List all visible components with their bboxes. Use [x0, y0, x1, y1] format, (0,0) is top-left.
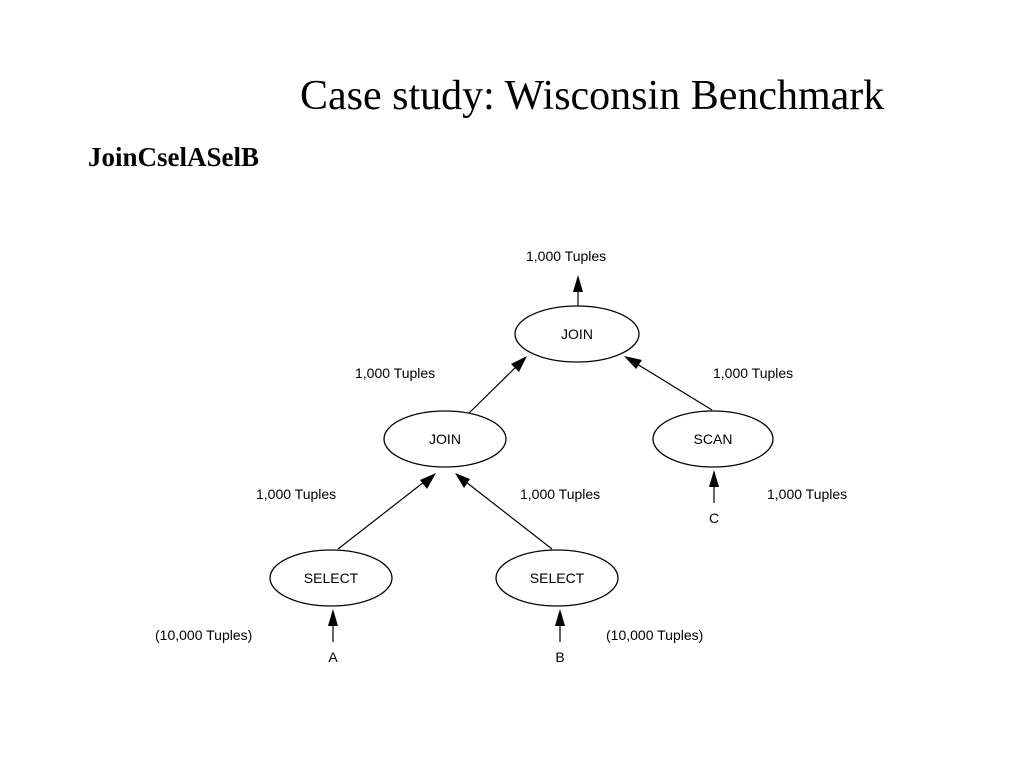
slide-title: Case study: Wisconsin Benchmark [300, 73, 885, 119]
edge-b-to-select-b [555, 609, 565, 642]
edge-select-b-to-join-mid [455, 473, 553, 550]
slide-subtitle: JoinCselASelB [88, 142, 260, 172]
edge-label-select-a-to-join-mid: 1,000 Tuples [256, 486, 336, 502]
edge-c-to-scan [709, 470, 719, 503]
edge-label-output: 1,000 Tuples [526, 248, 606, 264]
node-join-mid-label: JOIN [429, 431, 461, 447]
node-scan: SCAN [652, 410, 774, 468]
edge-select-a-to-join-mid [337, 473, 436, 550]
edge-label-a-to-select-a: (10,000 Tuples) [155, 627, 252, 643]
node-scan-label: SCAN [694, 431, 733, 447]
edge-join-mid-to-join-top [465, 356, 527, 417]
edge-label-join-mid-to-join-top: 1,000 Tuples [355, 365, 435, 381]
node-select-b-label: SELECT [530, 570, 585, 586]
edge-label-scan-to-join-top: 1,000 Tuples [713, 365, 793, 381]
edge-label-b-to-select-b: (10,000 Tuples) [606, 627, 703, 643]
edge-a-to-select-a [328, 609, 338, 642]
edge-scan-to-join-top [624, 356, 713, 411]
input-label-a: A [328, 649, 338, 665]
node-join-top-label: JOIN [561, 326, 593, 342]
input-label-b: B [555, 649, 564, 665]
node-select-a: SELECT [269, 549, 393, 607]
node-select-a-label: SELECT [304, 570, 359, 586]
edge-label-select-b-to-join-mid: 1,000 Tuples [520, 486, 600, 502]
node-join-top: JOIN [514, 305, 640, 363]
node-join-mid: JOIN [383, 410, 507, 468]
node-select-b: SELECT [495, 549, 619, 607]
edge-label-c-to-scan: 1,000 Tuples [767, 486, 847, 502]
input-label-c: C [709, 510, 719, 526]
